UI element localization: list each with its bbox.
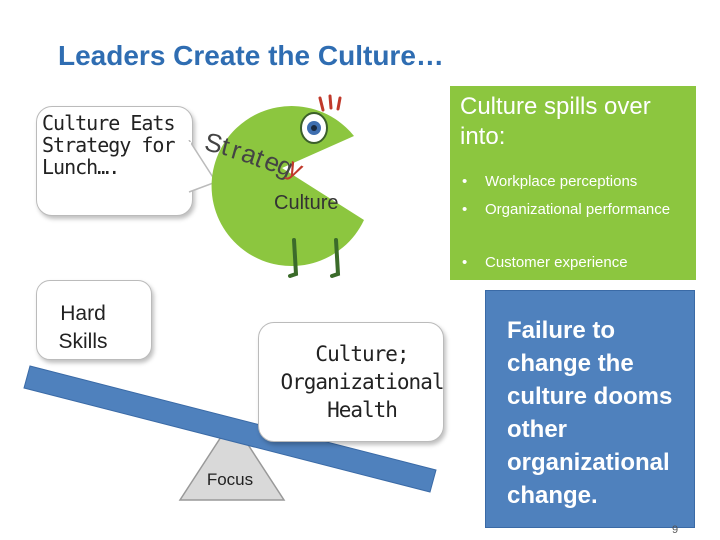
list-item-text: Customer experience (485, 254, 628, 271)
bullet: • (462, 173, 468, 190)
pacman-culture-label: Culture (274, 192, 339, 214)
hard-skills-label: Hard Skills (58, 302, 108, 353)
bullet: • (462, 201, 468, 218)
fulcrum-label: Focus (206, 470, 254, 489)
failure-box (485, 290, 695, 528)
list-item-text: Workplace perceptions (485, 173, 638, 190)
pacman-character (211, 94, 364, 278)
list-item-text: Organizational performance (485, 201, 671, 218)
speech-bubble (36, 106, 193, 216)
bullet: • (462, 254, 468, 271)
hard-skills-box (36, 280, 152, 360)
page-number: 9 (672, 524, 679, 536)
failure-text: Failure to change the culture dooms othe… (507, 317, 673, 509)
page-title: Leaders Create the Culture… (58, 40, 444, 71)
culture-health-box (258, 322, 444, 442)
culture-spills-box (450, 86, 696, 280)
speech-bubble-text: Culture Eats Strategy for Lunch…. (42, 111, 176, 179)
fulcrum-triangle (178, 418, 286, 501)
culture-spills-title: Culture spills over into: (460, 93, 651, 150)
culture-health-label: Culture; Organizational Health (280, 342, 444, 422)
